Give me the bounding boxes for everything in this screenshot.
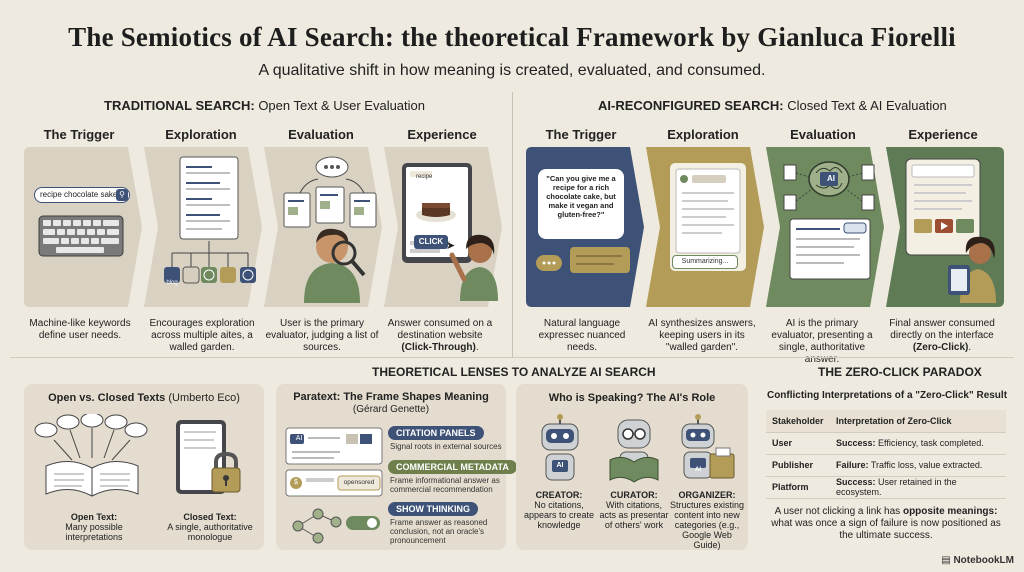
table-row: Publisher Failure: Traffic loss, value e… <box>766 454 1006 477</box>
paratext-panel: Paratext: The Frame Shapes Meaning (Géra… <box>276 384 517 550</box>
dollar-icon: $ <box>294 479 298 486</box>
chat-bubbles-icon <box>536 247 630 273</box>
col-trad-evaluation: Evaluation <box>288 127 354 142</box>
ai-experience-desc: Final answer consumed directly on the in… <box>889 318 995 353</box>
table-row: Platform Success: User retained in the e… <box>766 476 1006 499</box>
zero-click-interface-icon <box>905 158 996 303</box>
commercial-metadata-pill: COMMERCIAL METADATA <box>388 460 517 474</box>
summarizing-status: Summarizing... <box>672 255 738 269</box>
speaking-title: Who is Speaking? The AI's Role <box>548 392 716 404</box>
keyboard-icon <box>38 215 124 257</box>
trad-experience-card: recipe CLICK ➤ <box>384 147 506 307</box>
paradox-table: Stakeholder Interpretation of Zero-Click… <box>766 410 1006 499</box>
page-subtitle: A qualitative shift in how meaning is cr… <box>258 62 766 79</box>
ai-evaluation-card: AI <box>766 147 888 307</box>
closed-text-caption: Closed Text:A single, authoritative mono… <box>167 512 253 542</box>
curator-caption: CURATOR:With citations, acts as presenta… <box>599 490 669 530</box>
synthesized-answer-icon <box>670 163 746 271</box>
ai-trigger-desc: Natural language expressec nuanced needs… <box>538 318 626 353</box>
col-trad-experience: Experience <box>407 127 477 142</box>
user-evaluating-icon <box>283 156 377 303</box>
paradox-note: A user not clicking a link has opposite … <box>771 506 1001 541</box>
paradox-heading: THE ZERO-CLICK PARADOX <box>818 365 982 379</box>
creator-caption: CREATOR:No citations, appears to create … <box>523 490 595 530</box>
curator-robot-icon <box>609 419 659 483</box>
col-trad-trigger: The Trigger <box>43 127 115 142</box>
ai-badge: AI <box>827 174 835 183</box>
creator-robot-icon <box>541 414 579 481</box>
table-header-row: Stakeholder Interpretation of Zero-Click <box>766 410 1006 433</box>
section-divider <box>512 92 513 357</box>
commercial-metadata-note: Frame informational answer as commercial… <box>390 476 500 494</box>
table-row: User Success: Efficiency, task completed… <box>766 432 1006 455</box>
trad-trigger-desc: Machine-like keywords define user needs. <box>29 318 131 341</box>
ai-heading: AI-RECONFIGURED SEARCH: Closed Text & AI… <box>598 98 947 113</box>
paratext-ai-tag: AI <box>295 435 303 442</box>
ai-trigger-card: "Can you give me a recipe for a rich cho… <box>526 147 648 307</box>
trad-evaluation-desc: User is the primary evaluator, judging a… <box>265 318 379 353</box>
results-list-icon <box>164 156 256 284</box>
creator-ai-badge: AI <box>556 462 564 469</box>
ai-brain-evaluator-icon <box>783 161 875 280</box>
eco-panel: Open vs. Closed Texts (Umberto Eco) Open… <box>24 384 264 550</box>
open-book-icon <box>34 414 148 497</box>
col-ai-exploration: Exploration <box>667 127 739 142</box>
trad-trigger-card: recipe chocolate sake ⚲ <box>24 147 146 307</box>
sponsored-tag: opensored <box>343 479 375 486</box>
show-thinking-note: Frame answer as reasoned conclusion, not… <box>390 518 488 545</box>
ai-exploration-card: Summarizing... <box>646 147 768 307</box>
col-trad-exploration: Exploration <box>165 127 237 142</box>
page-title: The Semiotics of AI Search: the theoreti… <box>68 22 956 52</box>
trad-evaluation-card <box>264 147 386 307</box>
interpretation-header: Interpretation of Zero-Click <box>830 410 1006 433</box>
ai-exploration-desc: AI synthesizes answers, keeping users in… <box>648 318 756 353</box>
citation-panels-note: Signal roots in external sources <box>390 442 502 451</box>
speaking-panel: Who is Speaking? The AI's Role AI AI CRE… <box>516 384 748 550</box>
blog-label: blog <box>166 280 178 286</box>
citation-panels-pill: CITATION PANELS <box>388 426 484 440</box>
trad-experience-desc: Answer consumed on a destination website… <box>387 318 493 353</box>
paratext-title: Paratext: The Frame Shapes Meaning <box>293 391 489 403</box>
col-ai-trigger: The Trigger <box>545 127 617 142</box>
cursor-icon: ➤ <box>446 240 456 252</box>
brand-label: ▤ NotebookLM <box>941 555 1014 566</box>
brand-logo-icon: ▤ <box>941 555 951 566</box>
trad-exploration-card: blog <box>144 147 266 307</box>
destination-website-icon <box>402 163 498 301</box>
open-text-caption: Open Text:Many possible interpretations <box>65 512 123 542</box>
paratext-subtitle: (Gérard Genette) <box>352 404 430 415</box>
locked-tablet-icon <box>176 420 241 494</box>
organizer-ai-badge: AI <box>695 467 701 473</box>
ai-evaluation-desc: AI is the primary evaluator, presenting … <box>771 318 873 365</box>
search-input: recipe chocolate sake <box>34 187 130 203</box>
stakeholder-header: Stakeholder <box>766 410 830 433</box>
organizer-caption: ORGANIZER:Structures existing content in… <box>669 490 745 550</box>
organizer-robot-icon <box>681 414 735 479</box>
paradox-subtitle: Conflicting Interpretations of a "Zero-C… <box>766 390 1008 401</box>
ai-experience-card <box>886 147 1008 307</box>
click-button: CLICK <box>414 235 448 249</box>
bottom-divider <box>10 357 1014 358</box>
annotated-answer-icon <box>285 427 383 544</box>
show-thinking-pill: SHOW THINKING <box>388 502 478 516</box>
col-ai-evaluation: Evaluation <box>790 127 856 142</box>
lenses-heading: THEORETICAL LENSES TO ANALYZE AI SEARCH <box>372 365 656 379</box>
recipe-label: recipe <box>416 174 433 180</box>
trad-exploration-desc: Encourages exploration across multiple a… <box>149 318 255 353</box>
search-icon: ⚲ <box>116 189 128 201</box>
eco-title: Open vs. Closed Texts (Umberto Eco) <box>48 392 240 404</box>
traditional-heading: TRADITIONAL SEARCH: Open Text & User Eva… <box>104 98 425 113</box>
col-ai-experience: Experience <box>908 127 978 142</box>
natural-query-bubble: "Can you give me a recipe for a rich cho… <box>538 169 624 239</box>
